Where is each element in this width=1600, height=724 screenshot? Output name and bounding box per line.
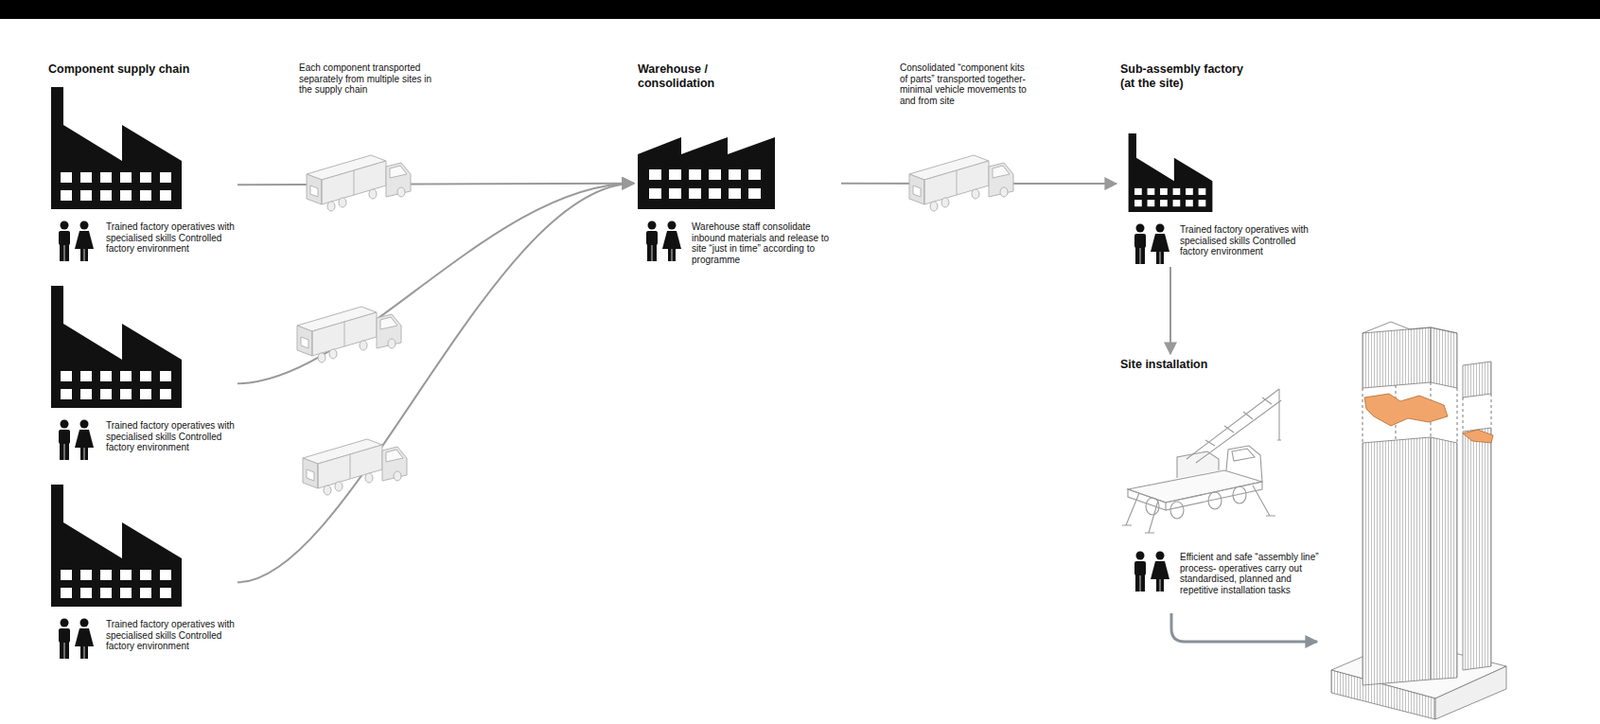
factory-icon [1126, 133, 1214, 212]
caption-row: Efficient and safe “assembly line” proce… [1120, 550, 1319, 596]
caption-row: Trained factory operatives with speciali… [48, 617, 238, 660]
edge-label: Each component transported separately fr… [298, 62, 441, 96]
caption-row: Trained factory operatives with speciali… [48, 419, 238, 461]
factory-stage: Sub-assembly factory (at the site) Traine… [1120, 62, 1319, 265]
building [1331, 321, 1507, 720]
people-icon [53, 220, 96, 263]
truck [302, 439, 407, 495]
factory-icon [51, 285, 182, 408]
stage-caption: Trained factory operatives with speciali… [105, 618, 238, 652]
stage-caption: Efficient and safe “assembly line” proce… [1179, 551, 1319, 596]
flow-connector [1169, 266, 1172, 354]
stage-heading: Warehouse / consolidation [637, 62, 728, 91]
stage-caption: Warehouse staff consolidate inbound mate… [691, 221, 842, 265]
flow-connector [237, 183, 634, 384]
edge-label: Consolidated “component kits of parts” t… [899, 62, 1033, 106]
stage-caption: Trained factory operatives with speciali… [1179, 224, 1319, 258]
truck [297, 306, 402, 363]
people-icon [1129, 223, 1172, 265]
people-icon [1129, 550, 1172, 593]
warehouse-icon [637, 133, 775, 210]
people-icon [53, 419, 96, 461]
site-arrow [1171, 613, 1318, 642]
flow-connector [237, 183, 634, 582]
black-band [0, 0, 1600, 19]
stage-heading: Component supply chain [48, 62, 238, 77]
factory-icon [51, 484, 182, 607]
factory-icon [51, 87, 182, 210]
factory-stage: Component supply chainTrained factory op… [48, 62, 238, 263]
truck [909, 155, 1014, 211]
factory-stage: Trained factory operatives with speciali… [48, 484, 238, 660]
crane-icon [1120, 383, 1284, 540]
caption-row: Trained factory operatives with speciali… [48, 220, 238, 263]
factory-stage: Warehouse / consolidationWarehouse staff… [637, 62, 842, 265]
caption-row: Warehouse staff consolidate inbound mate… [637, 220, 842, 265]
stage-heading: Sub-assembly factory (at the site) [1120, 62, 1261, 91]
factory-stage: Trained factory operatives with speciali… [48, 285, 238, 461]
people-icon [641, 220, 684, 263]
people-icon [53, 617, 96, 660]
stage-heading: Site installation [1120, 357, 1310, 372]
factory-stage: Site installationEfficient and safe “ass… [1120, 357, 1319, 596]
stage-caption: Trained factory operatives with speciali… [105, 221, 238, 255]
truck [306, 155, 411, 211]
stage-caption: Trained factory operatives with speciali… [105, 420, 238, 454]
caption-row: Trained factory operatives with speciali… [1120, 223, 1319, 265]
flow-connector [237, 183, 634, 185]
